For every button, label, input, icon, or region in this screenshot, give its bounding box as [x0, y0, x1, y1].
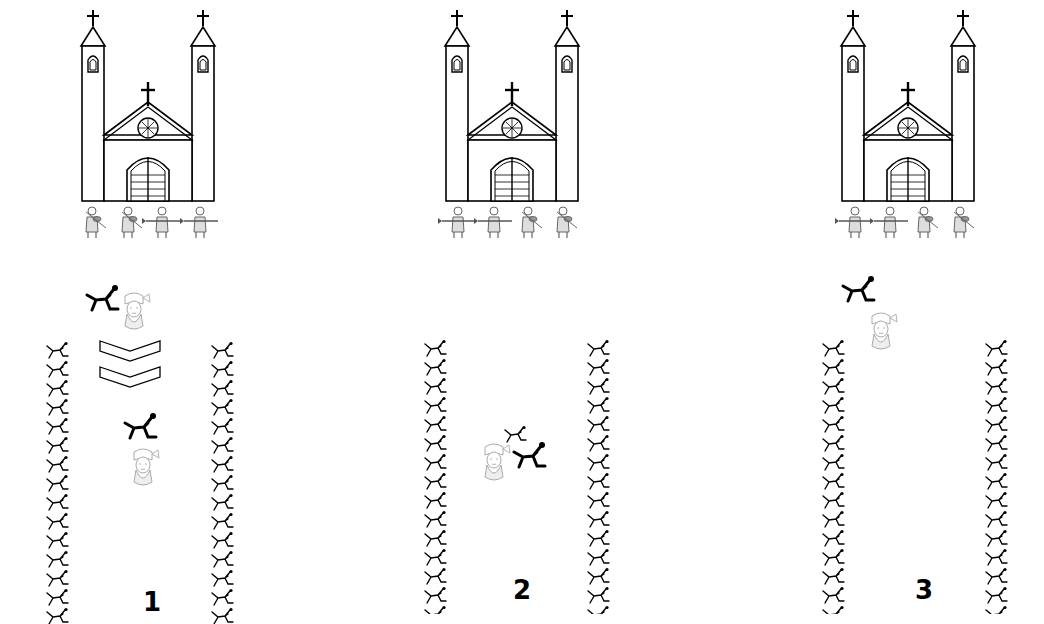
- musicians: [835, 207, 974, 238]
- dancer: [505, 426, 526, 442]
- musicians: [86, 207, 218, 238]
- priest: [485, 444, 510, 480]
- panel-number: 2: [511, 577, 533, 603]
- lead-dancer: [514, 442, 545, 467]
- priest: [872, 313, 897, 349]
- lead-dancer: [843, 276, 874, 301]
- musicians: [438, 207, 577, 238]
- direction-chevron: [100, 367, 160, 387]
- dancer-row: [583, 338, 613, 614]
- lead-dancer: [87, 285, 118, 310]
- lead-dancer: [125, 413, 156, 438]
- dancer-row: [207, 340, 237, 624]
- panel-number: 3: [913, 577, 935, 603]
- dancer-row: [818, 338, 848, 614]
- dancer-row: [981, 338, 1011, 614]
- priest: [134, 449, 159, 485]
- dancer-row: [420, 338, 450, 614]
- church: [445, 10, 579, 201]
- priest: [125, 293, 150, 329]
- church: [81, 10, 215, 201]
- panel-number: 1: [141, 589, 163, 615]
- dancer-row: [42, 340, 72, 624]
- direction-chevron: [100, 341, 160, 361]
- church: [841, 10, 975, 201]
